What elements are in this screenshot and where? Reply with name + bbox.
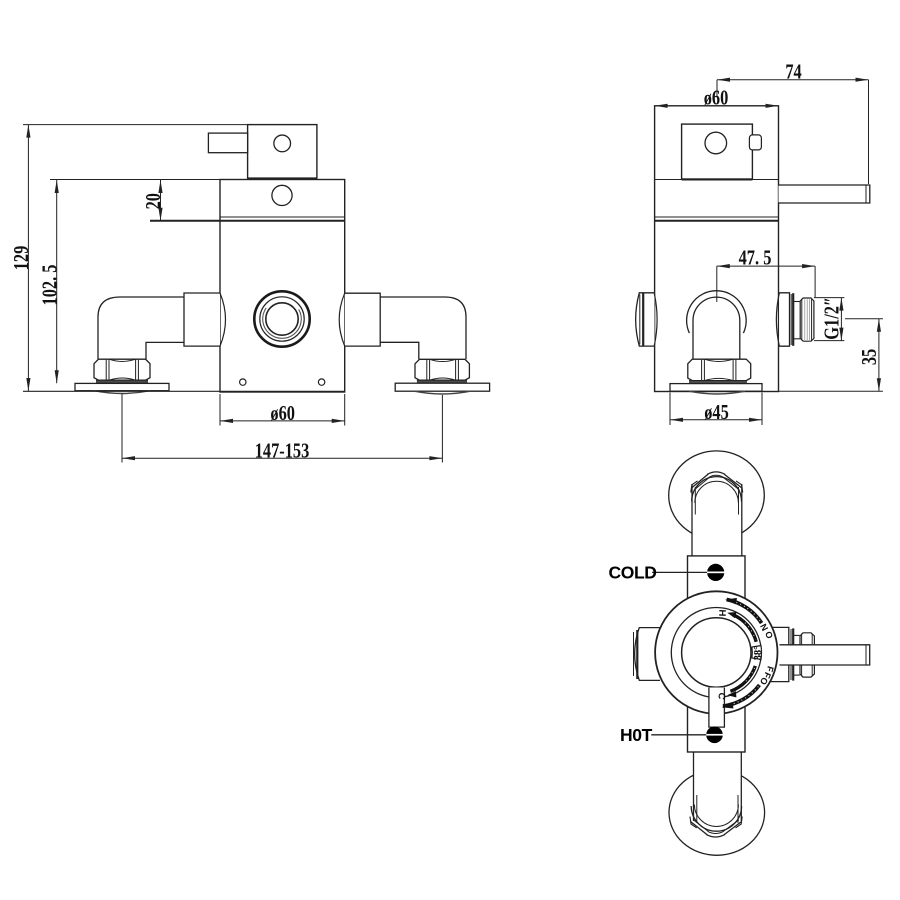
svg-text:G1/2ʺ: G1/2ʺ [820, 298, 843, 340]
svg-text:O: O [758, 676, 770, 687]
svg-text:F: F [764, 665, 775, 674]
svg-text:74: 74 [785, 60, 802, 83]
svg-text:H0T: H0T [620, 725, 653, 745]
svg-text:20: 20 [142, 193, 165, 209]
svg-text:147-153: 147-153 [255, 440, 310, 463]
svg-text:ø60: ø60 [704, 87, 729, 110]
svg-text:ø45: ø45 [704, 401, 729, 424]
svg-text:N: N [758, 622, 770, 632]
svg-text:35: 35 [858, 349, 881, 365]
svg-text:O: O [763, 630, 775, 640]
svg-text:COLD: COLD [609, 563, 657, 583]
svg-text:C: C [715, 692, 727, 701]
svg-text:H: H [716, 609, 727, 616]
svg-text:ø60: ø60 [270, 402, 295, 425]
svg-text:F: F [761, 671, 773, 681]
svg-text:102. 5: 102. 5 [39, 265, 62, 306]
svg-text:38°: 38° [752, 646, 764, 661]
svg-text:129: 129 [10, 246, 33, 271]
svg-text:47. 5: 47. 5 [739, 247, 772, 270]
